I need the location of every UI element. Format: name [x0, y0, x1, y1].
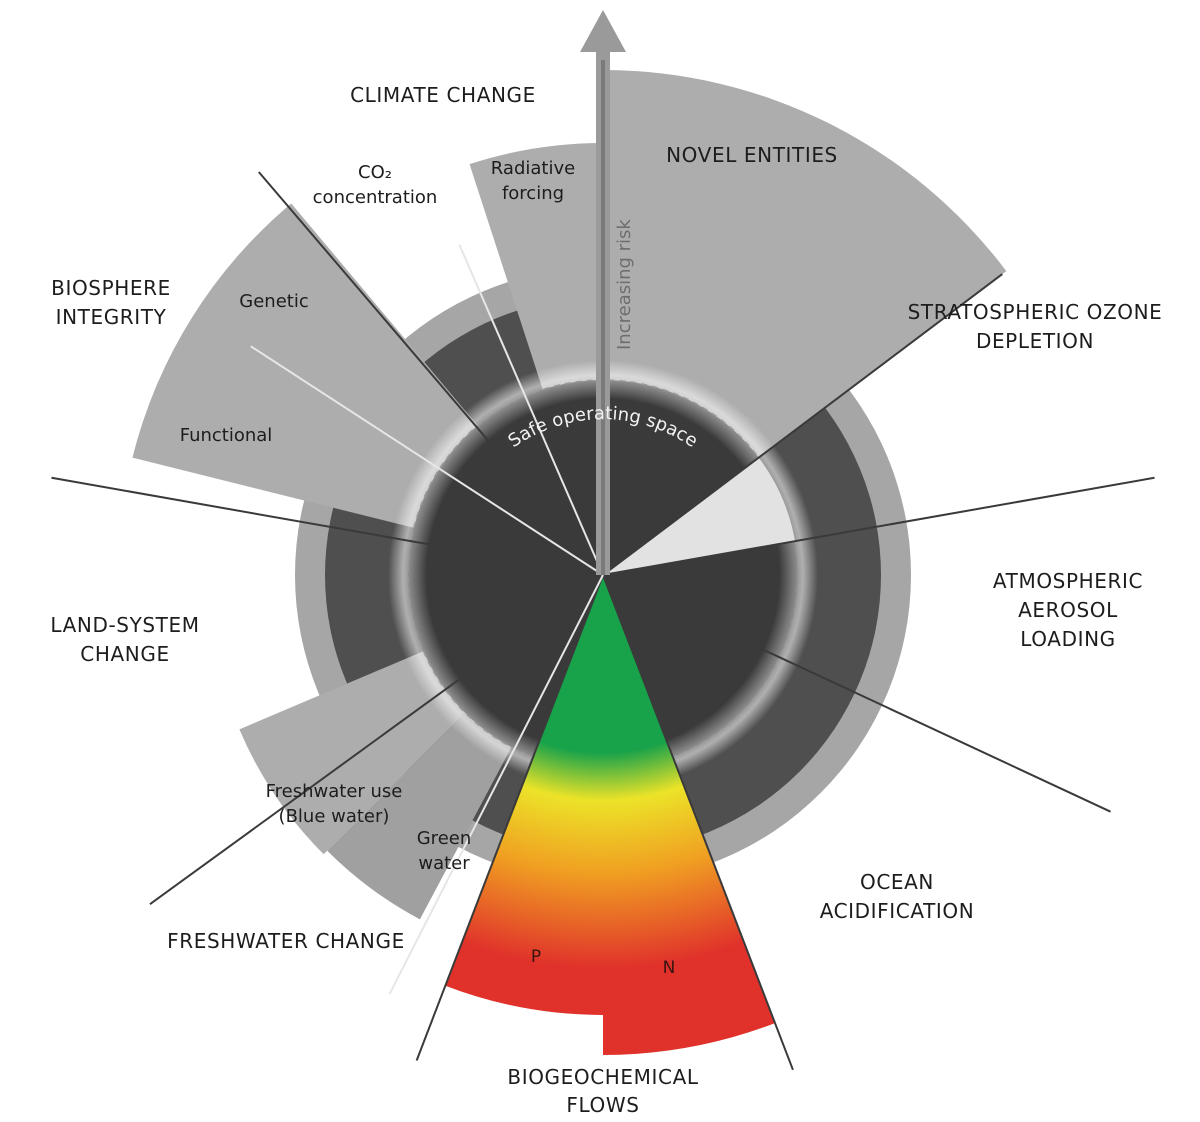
arrow-shaft: [601, 60, 605, 575]
label-land-line1: LAND-SYSTEM: [50, 613, 199, 637]
phosphorus-wedge: [445, 575, 603, 1015]
nitrogen-wedge: [603, 575, 776, 1055]
label-land-line2: CHANGE: [80, 642, 169, 666]
label-increasing-risk: Increasing risk: [614, 219, 635, 350]
label-blue-water-line1: Freshwater use: [266, 781, 403, 802]
label-nitrogen: N: [663, 958, 676, 978]
label-co2-line2: concentration: [313, 187, 438, 208]
divider-line-1: [458, 244, 604, 576]
label-ocean-line2: ACIDIFICATION: [820, 899, 975, 923]
label-biogeochemical-line2: FLOWS: [566, 1093, 639, 1117]
divider-line-2: [602, 273, 1003, 576]
divider-line-0: [258, 171, 604, 576]
label-ocean-line1: OCEAN: [860, 870, 934, 894]
divider-line-10: [388, 574, 604, 995]
label-ozone-line2: DEPLETION: [976, 329, 1094, 353]
label-blue-water-line2: (Blue water): [279, 806, 390, 827]
label-radiative-line2: forcing: [502, 183, 564, 204]
label-functional: Functional: [180, 425, 273, 446]
label-climate-change: CLIMATE CHANGE: [350, 83, 536, 107]
label-aerosol-line3: LOADING: [1020, 627, 1115, 651]
label-co2-line1: CO₂: [358, 162, 392, 183]
divider-line-4: [602, 574, 1111, 813]
divider-line-6: [415, 574, 604, 1061]
divider-line-9: [250, 345, 604, 576]
label-phosphorus: P: [531, 947, 541, 967]
label-genetic: Genetic: [239, 291, 308, 312]
label-radiative-line1: Radiative: [491, 158, 575, 179]
radial-divider-lines: [51, 171, 1155, 1071]
label-green-water-line2: water: [418, 853, 470, 874]
label-aerosol-line2: AEROSOL: [1018, 598, 1118, 622]
label-freshwater-change: FRESHWATER CHANGE: [167, 929, 405, 953]
divider-line-7: [149, 574, 604, 905]
label-biosphere-line2: INTEGRITY: [56, 305, 167, 329]
label-aerosol-line1: ATMOSPHERIC: [993, 569, 1143, 593]
label-biogeochemical-line1: BIOGEOCHEMICAL: [507, 1065, 698, 1089]
label-ozone-line1: STRATOSPHERIC OZONE: [908, 300, 1163, 324]
divider-line-5: [602, 574, 794, 1071]
label-green-water-line1: Green: [417, 828, 472, 849]
divider-line-8: [51, 476, 604, 576]
label-biosphere-line1: BIOSPHERE: [51, 276, 171, 300]
label-novel-entities: NOVEL ENTITIES: [666, 143, 838, 167]
divider-line-3: [602, 476, 1155, 576]
ozone-depletion-wedge: [603, 457, 796, 575]
